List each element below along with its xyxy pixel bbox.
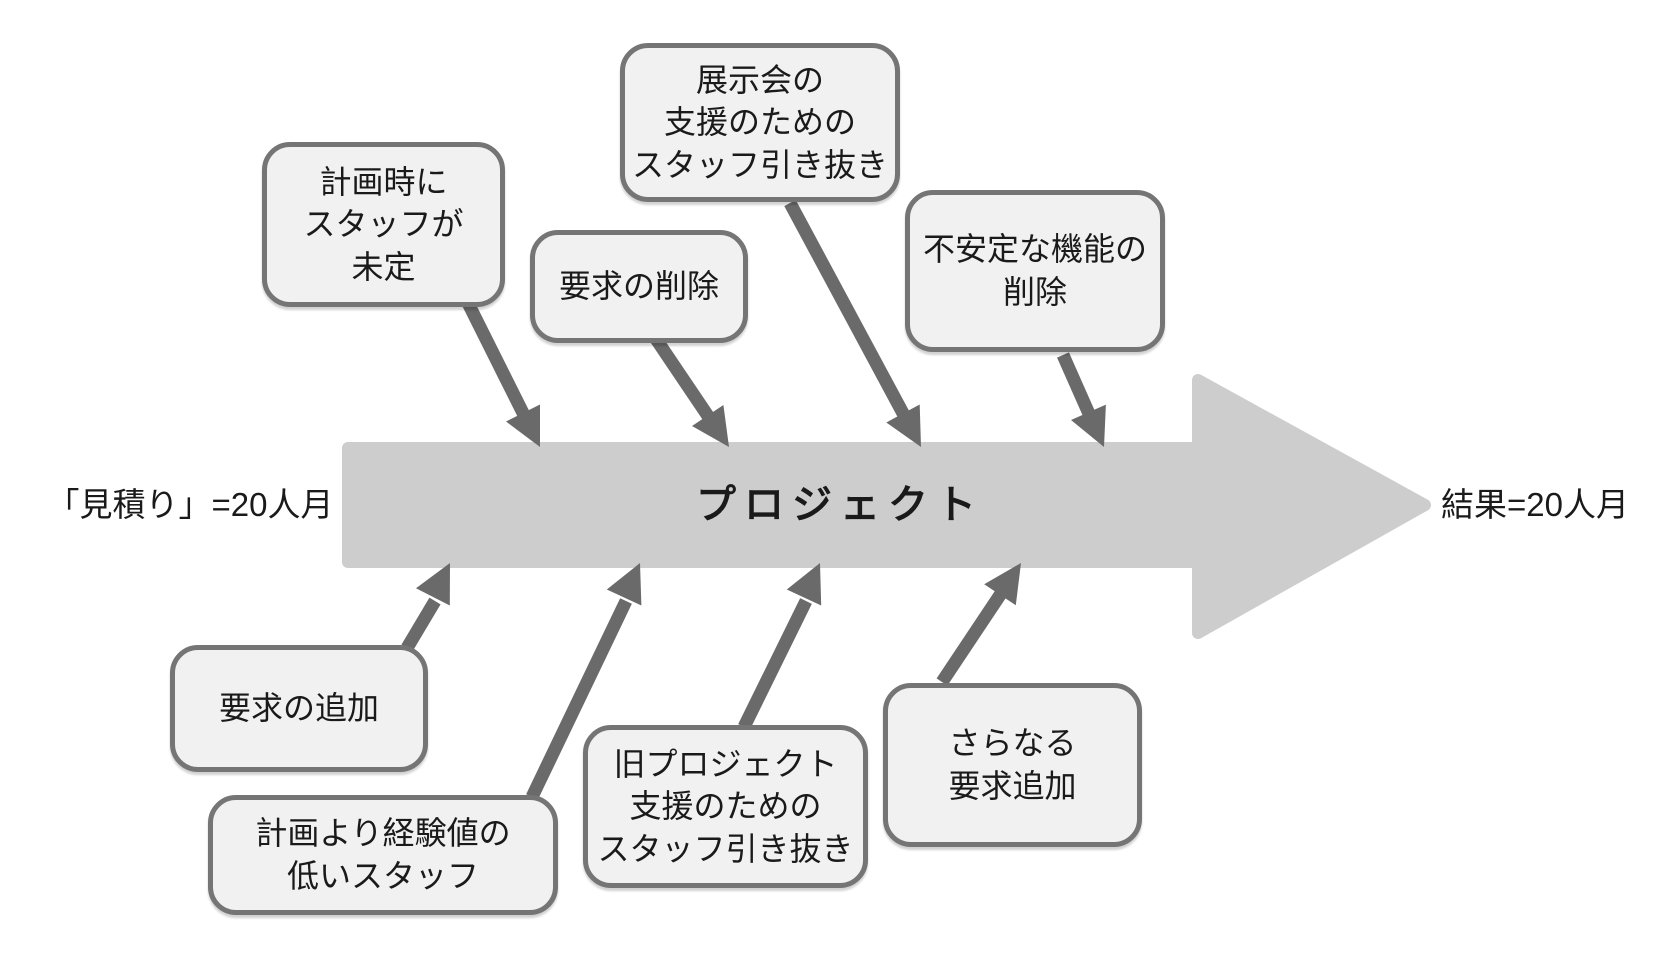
box-text-line: 削除 (1002, 274, 1067, 310)
box-text-line: 不安定な機能の (922, 231, 1147, 268)
box-text-line: スタッフ引き抜き (631, 146, 888, 183)
box-text-line: 計画より経験値の (255, 815, 511, 852)
box-unstable-features-removed: 不安定な機能の 削除 (905, 190, 1165, 352)
box-text-line: 低いスタッフ (286, 858, 479, 894)
box-staff-pulled-for-exhibition: 展示会の 支援のための スタッフ引き抜き (620, 43, 900, 202)
cause-arrow-requirements-added (401, 563, 450, 652)
cause-arrow-requirements-removed (646, 329, 729, 447)
box-text-line: 支援のための (663, 104, 856, 141)
main-project-arrow (342, 374, 1431, 639)
box-requirements-removed: 要求の削除 (530, 230, 748, 343)
box-text-line: 要求追加 (948, 768, 1077, 804)
box-staff-undecided: 計画時に スタッフが 未定 (262, 142, 505, 307)
box-requirements-added: 要求の追加 (170, 645, 428, 772)
project-arrow-label: プロジェクト (696, 483, 984, 527)
estimate-label: 「見積り」=20人月 (46, 486, 334, 523)
cause-arrow-staff-pulled-for-old-project (738, 563, 822, 730)
box-text-line: 計画時に (319, 163, 448, 200)
box-text-line: 未定 (351, 248, 416, 285)
cause-arrow-less-experienced-staff (526, 563, 642, 800)
box-text-line: スタッフが (303, 206, 464, 243)
box-text-line: さらなる (948, 725, 1077, 762)
box-less-experienced-staff: 計画より経験値の 低いスタッフ (208, 795, 558, 915)
cause-arrow-more-requirements-added (936, 563, 1021, 686)
cause-arrow-unstable-features-removed (1057, 352, 1106, 447)
box-text-line: スタッフ引き抜き (597, 830, 854, 867)
box-text-line: 展示会の (695, 61, 824, 98)
box-text-line: 要求の追加 (218, 690, 379, 727)
box-text-line: 要求の削除 (558, 268, 719, 305)
box-more-requirements-added: さらなる 要求追加 (883, 683, 1142, 847)
box-staff-pulled-for-old-project: 旧プロジェクト 支援のための スタッフ引き抜き (583, 725, 868, 888)
box-text-line: 支援のための (629, 788, 822, 825)
cause-arrow-staff-pulled-for-exhibition (784, 199, 921, 447)
box-text-line: 旧プロジェクト (613, 745, 838, 782)
cause-arrow-staff-undecided (462, 300, 540, 447)
result-label: 結果=20人月 (1441, 486, 1629, 523)
